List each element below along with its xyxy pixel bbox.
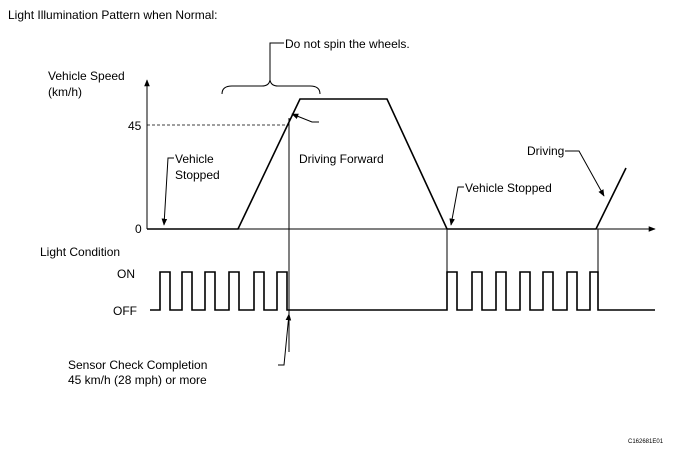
vehicle-stopped-1-line1: Vehicle xyxy=(175,152,214,166)
vehicle-stopped-1-arrow xyxy=(161,157,174,226)
light-on-label: ON xyxy=(117,267,135,281)
do-not-spin-note: Do not spin the wheels. xyxy=(285,37,410,51)
vehicle-speed-profile xyxy=(147,98,627,230)
sensor-check-line2: 45 km/h (28 mph) or more xyxy=(68,373,207,387)
speed-tick-45: 45 xyxy=(128,119,142,133)
vehicle-stopped-2-arrow xyxy=(449,186,464,226)
driving-label: Driving xyxy=(527,144,564,158)
light-condition-waveform xyxy=(150,271,655,311)
vehicle-stopped-2-label: Vehicle Stopped xyxy=(465,181,552,195)
speed-range-brace xyxy=(221,79,321,95)
diagram-title: Light Illumination Pattern when Normal: xyxy=(8,8,217,22)
do-not-spin-leader xyxy=(269,42,284,80)
light-condition-label: Light Condition xyxy=(40,245,120,259)
speed-axis-label-line1: Vehicle Speed xyxy=(48,69,125,83)
driving-forward-label: Driving Forward xyxy=(299,152,384,166)
vehicle-stopped-1-line2: Stopped xyxy=(175,168,220,182)
sensor-check-arrow xyxy=(278,313,292,366)
speed-tick-0: 0 xyxy=(135,222,142,236)
speed-axis-label-line2: (km/h) xyxy=(48,85,82,99)
driving-arrow xyxy=(565,150,605,197)
figure-code: C162681E01 xyxy=(628,439,664,445)
sensor-check-line1: Sensor Check Completion xyxy=(68,358,207,372)
light-off-label: OFF xyxy=(113,304,137,318)
driving-forward-arrow xyxy=(291,113,319,123)
